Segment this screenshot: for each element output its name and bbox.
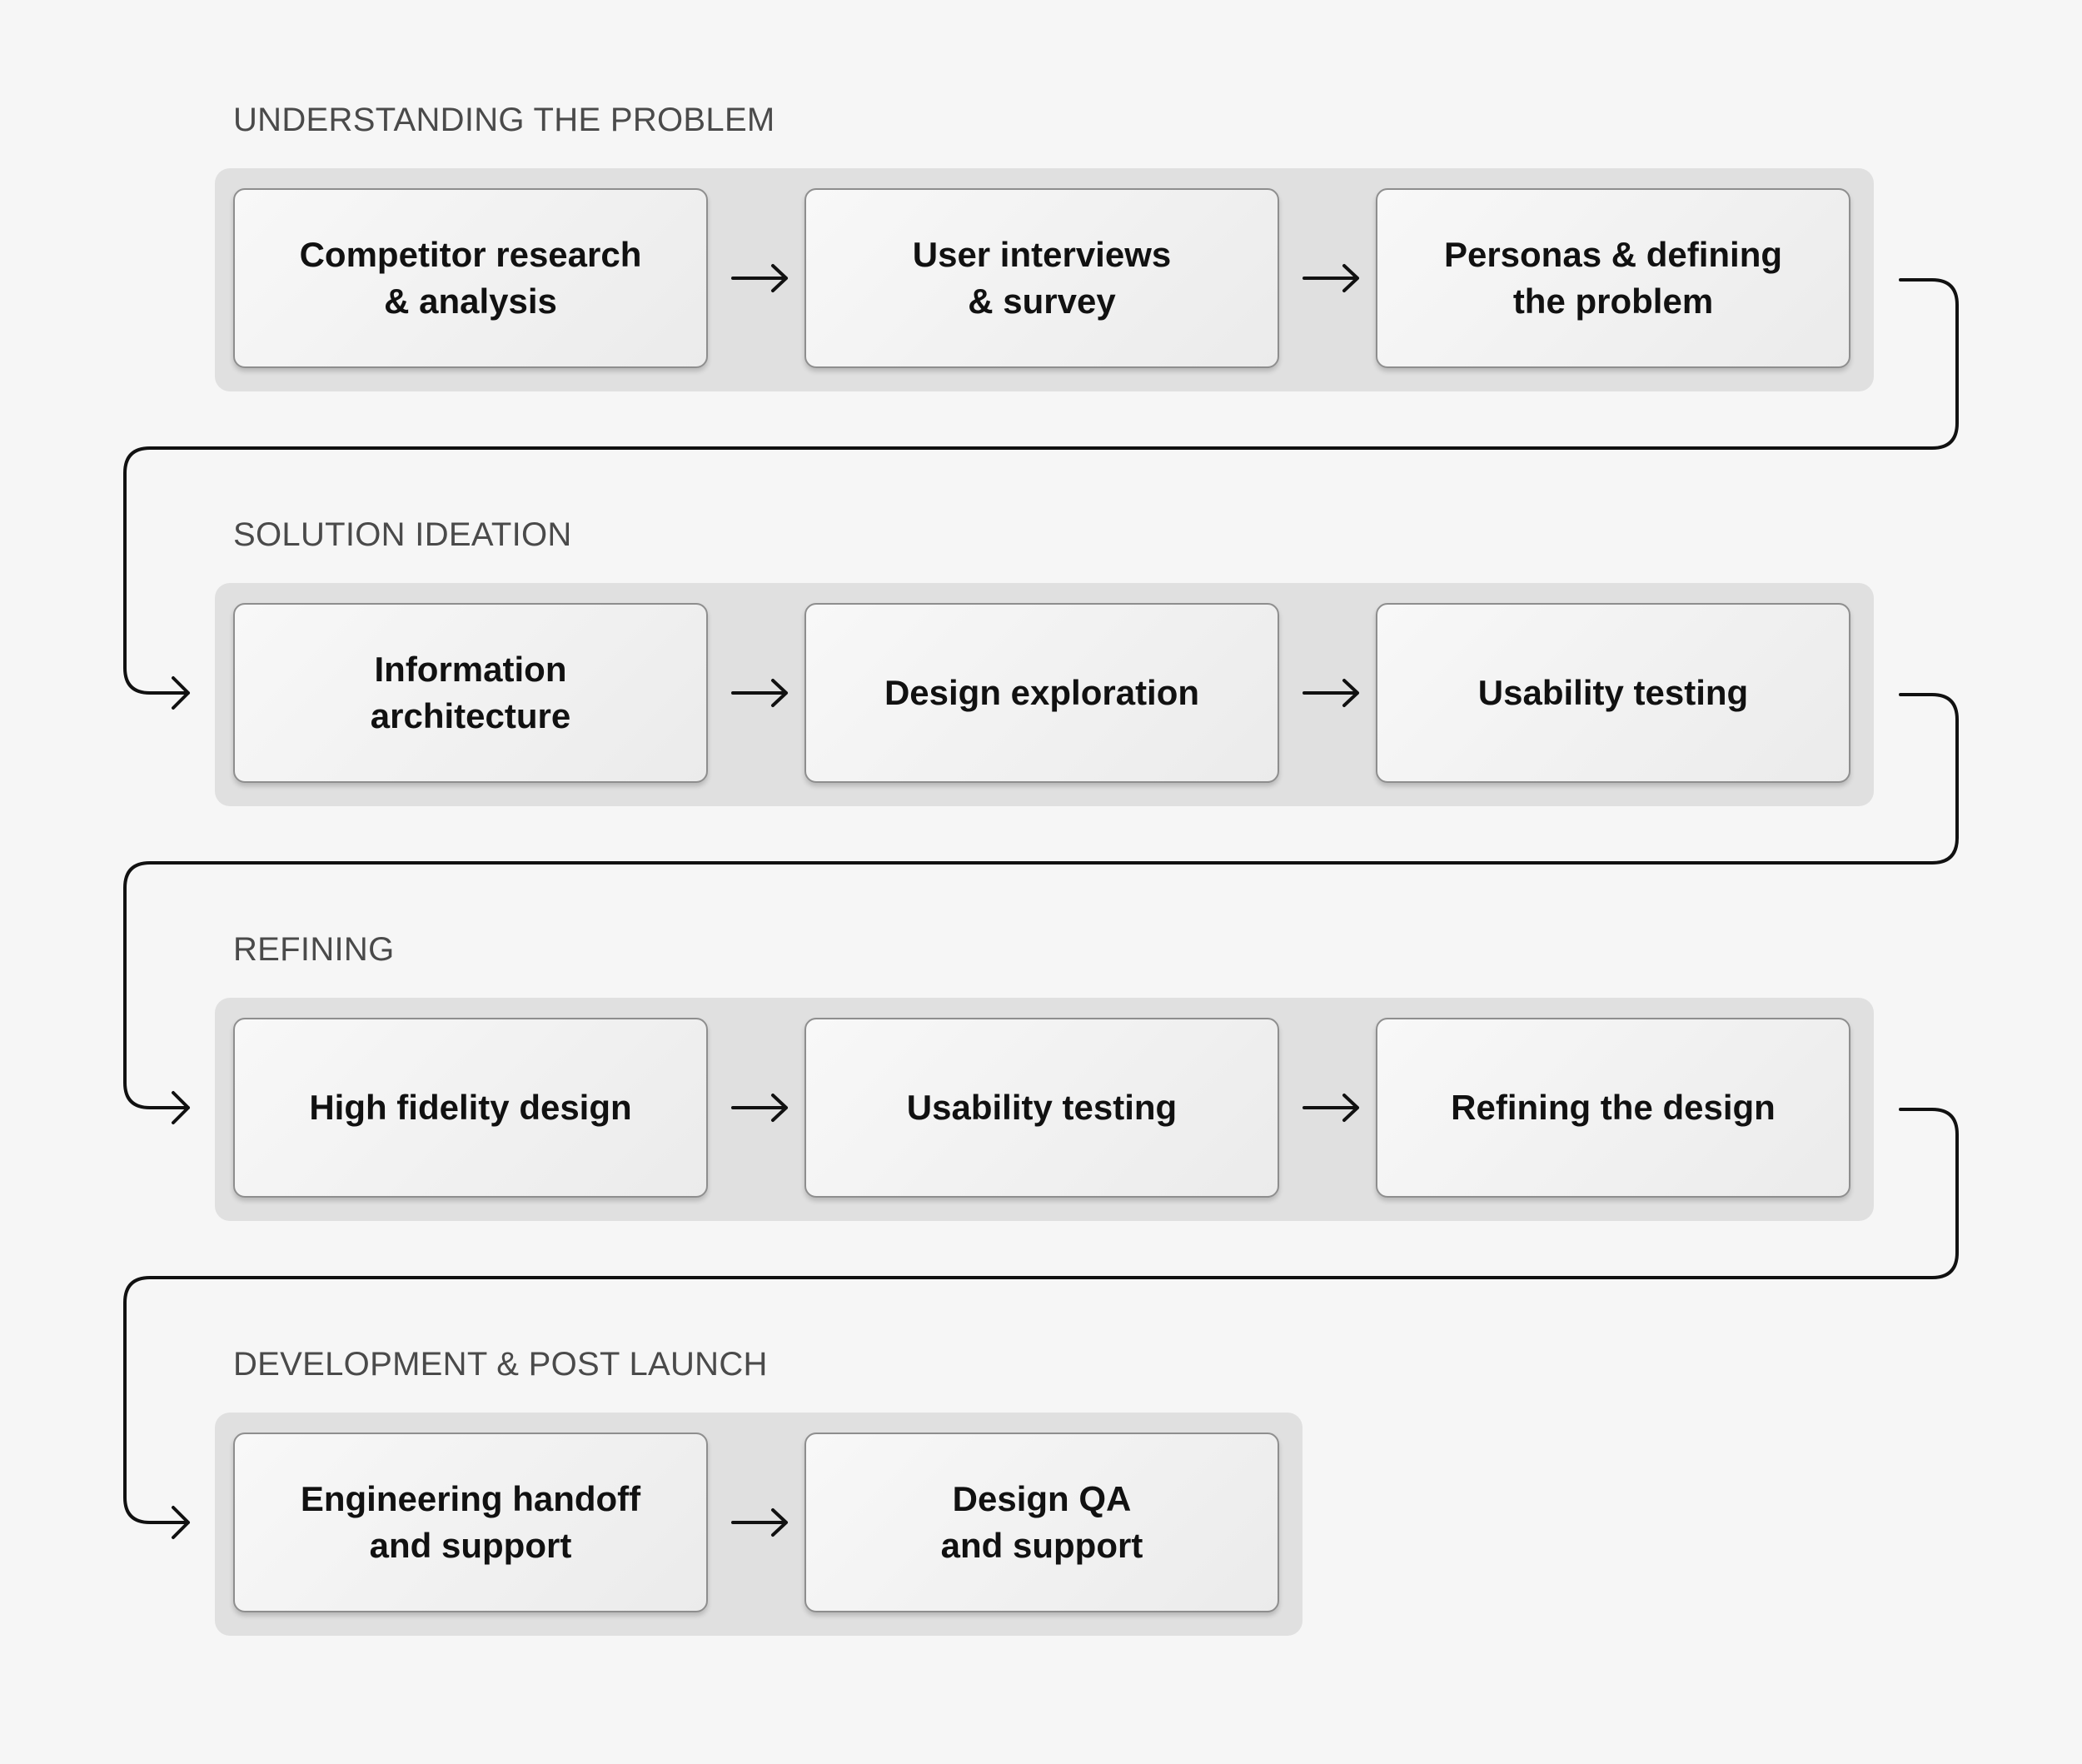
phase-title-solution-ideation: SOLUTION IDEATION bbox=[233, 516, 572, 553]
step-label: Refining the design bbox=[1451, 1088, 1776, 1127]
step-label: Information architecture bbox=[370, 650, 571, 735]
step-card[interactable]: Usability testing bbox=[1376, 603, 1850, 783]
phase-row-understanding: Competitor research & analysis User inte… bbox=[215, 168, 1874, 391]
arrow-right-icon bbox=[1302, 1094, 1359, 1122]
step-card[interactable]: Engineering handoff and support bbox=[233, 1433, 708, 1612]
step-label: High fidelity design bbox=[309, 1088, 632, 1127]
phase-title-refining: REFINING bbox=[233, 931, 395, 968]
step-card[interactable]: Design QA and support bbox=[804, 1433, 1279, 1612]
step-card[interactable]: High fidelity design bbox=[233, 1018, 708, 1198]
arrow-right-icon bbox=[731, 1508, 788, 1537]
phase-row-development: Engineering handoff and support Design Q… bbox=[215, 1413, 1302, 1636]
step-label: Personas & defining the problem bbox=[1443, 235, 1783, 321]
step-card[interactable]: Information architecture bbox=[233, 603, 708, 783]
step-card[interactable]: User interviews & survey bbox=[804, 188, 1279, 368]
step-label: Competitor research & analysis bbox=[299, 235, 642, 321]
arrow-right-icon bbox=[1302, 264, 1359, 292]
step-label: Usability testing bbox=[1477, 673, 1749, 712]
step-card[interactable]: Personas & defining the problem bbox=[1376, 188, 1850, 368]
arrow-right-icon bbox=[731, 264, 788, 292]
step-card[interactable]: Competitor research & analysis bbox=[233, 188, 708, 368]
phase-row-solution-ideation: Information architecture Design explorat… bbox=[215, 583, 1874, 806]
step-label: Design exploration bbox=[884, 673, 1200, 712]
step-label: Design QA and support bbox=[940, 1479, 1143, 1565]
phase-row-refining: High fidelity design Usability testing R… bbox=[215, 998, 1874, 1221]
step-card[interactable]: Usability testing bbox=[804, 1018, 1279, 1198]
step-label: User interviews & survey bbox=[912, 235, 1172, 321]
arrow-right-icon bbox=[731, 1094, 788, 1122]
step-label: Engineering handoff and support bbox=[300, 1479, 641, 1565]
arrow-right-icon bbox=[731, 679, 788, 707]
arrow-right-icon bbox=[1302, 679, 1359, 707]
phase-title-development: DEVELOPMENT & POST LAUNCH bbox=[233, 1346, 768, 1383]
step-card[interactable]: Design exploration bbox=[804, 603, 1279, 783]
step-card[interactable]: Refining the design bbox=[1376, 1018, 1850, 1198]
phase-title-understanding: UNDERSTANDING THE PROBLEM bbox=[233, 102, 775, 138]
step-label: Usability testing bbox=[906, 1088, 1178, 1127]
